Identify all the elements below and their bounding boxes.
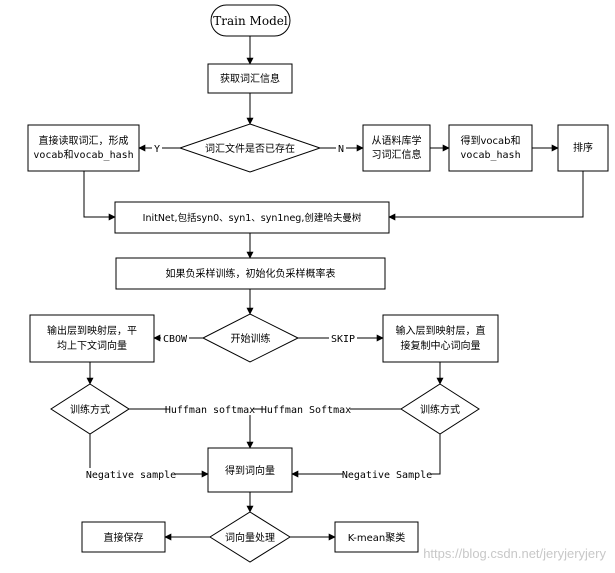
node-read-vocab-text-2: vocab和vocab_hash (33, 149, 133, 161)
node-vocab-exists: 词汇文件是否已存在 (178, 123, 322, 173)
node-train-method-left-text: 训练方式 (70, 403, 110, 416)
label-skip: SKIP (331, 334, 355, 345)
edge-labels: Y N CBOW SKIP Huffman softmax Huffman So… (86, 142, 432, 481)
node-learn-vocab-text-2: 习词汇信息 (372, 148, 422, 161)
node-got-vectors-text: 得到词向量 (225, 464, 275, 477)
node-got-vocab: 得到vocab和 vocab_hash (448, 124, 533, 172)
node-skip: 输入层到映射层，直 接复制中心词向量 (382, 314, 499, 363)
node-train-method-right: 训练方式 (400, 383, 480, 435)
node-got-vocab-text-2: vocab_hash (460, 150, 520, 161)
edge-sort-to-initnet (388, 171, 584, 221)
node-save-text: 直接保存 (104, 531, 144, 544)
node-train-model-text: Train Model (213, 14, 288, 28)
node-initnet-text: InitNet,包括syn0、syn1、syn1neg,创建哈夫曼树 (143, 212, 362, 224)
node-sort-text: 排序 (573, 141, 593, 154)
label-yes: Y (154, 144, 160, 155)
node-skip-text-1: 输入层到映射层，直 (396, 324, 486, 337)
node-train-method-left: 训练方式 (50, 383, 130, 435)
node-read-vocab-text-1: 直接读取词汇，形成 (39, 134, 129, 147)
node-get-vocab: 获取词汇信息 (207, 63, 293, 94)
node-sort: 排序 (557, 124, 609, 172)
node-get-vocab-text: 获取词汇信息 (220, 72, 280, 85)
node-cbow-text-1: 输出层到映射层，平 (47, 324, 137, 337)
label-cbow: CBOW (163, 334, 188, 345)
node-read-vocab: 直接读取词汇，形成 vocab和vocab_hash (27, 124, 140, 172)
label-negative-right: Negative Sample (342, 470, 432, 481)
label-huffman-left: Huffman softmax (165, 405, 255, 416)
node-train-method-right-text: 训练方式 (420, 403, 460, 416)
watermark: https://blog.csdn.net/jeryjeryjery (423, 546, 606, 561)
node-skip-text-2: 接复制中心词向量 (401, 339, 481, 352)
node-train-model: Train Model (210, 4, 291, 37)
node-neg-table-text: 如果负采样训练，初始化负采样概率表 (166, 267, 336, 280)
node-cbow: 输出层到映射层，平 均上下文词向量 (29, 314, 155, 363)
edge-right-neg (291, 434, 441, 478)
edge-read-vocab-to-initnet (83, 171, 116, 221)
node-got-vocab-text-1: 得到vocab和 (460, 135, 520, 147)
node-learn-vocab-text-1: 从语料库学 (372, 134, 422, 147)
node-cbow-text-2: 均上下文词向量 (57, 339, 127, 352)
node-start-train: 开始训练 (201, 313, 300, 363)
label-no: N (338, 144, 344, 155)
node-vector-process: 词向量处理 (209, 511, 291, 563)
label-negative-left: Negative sample (86, 470, 176, 481)
node-kmeans-text: K-mean聚类 (348, 531, 405, 544)
node-vocab-exists-text: 词汇文件是否已存在 (205, 142, 295, 155)
node-start-train-text: 开始训练 (231, 332, 271, 345)
node-initnet: InitNet,包括syn0、syn1、syn1neg,创建哈夫曼树 (114, 201, 390, 234)
node-save: 直接保存 (81, 521, 166, 553)
node-kmeans: K-mean聚类 (334, 521, 419, 553)
node-got-vectors: 得到词向量 (207, 447, 293, 493)
label-huffman-right: Huffman Softmax (261, 405, 351, 416)
node-vector-process-text: 词向量处理 (225, 531, 275, 544)
node-neg-table: 如果负采样训练，初始化负采样概率表 (115, 257, 386, 290)
node-learn-vocab: 从语料库学 习词汇信息 (362, 124, 431, 172)
